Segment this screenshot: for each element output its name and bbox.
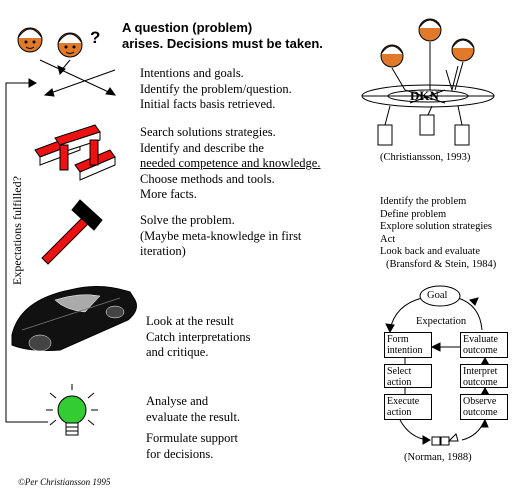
dkn-citation: (Christiansson, 1993) (380, 152, 471, 163)
step-4-line: and critique. (146, 345, 209, 359)
person-face-icon (380, 44, 404, 68)
step-2-line: Choose methods and tools. (140, 171, 275, 186)
person-face-icon (451, 38, 475, 62)
bransford-item: Define problem (380, 208, 447, 220)
step-2-line: Search solutions strategies. (140, 125, 276, 139)
step-3-line: iteration) (140, 244, 186, 258)
light-bulb-icon (46, 384, 98, 436)
feedback-arrow (5, 78, 48, 423)
hammer-icon (41, 199, 103, 265)
norman-interpret-outcome-box: Interpret outcome (460, 364, 508, 388)
norman-form-intention-box: Form intention (384, 332, 432, 358)
step-5-line: Formulate support (146, 431, 239, 445)
step-2-text: Search solutions strategies. Identify an… (140, 125, 320, 203)
step-2-line: Identify and describe the (140, 140, 264, 155)
step-1-line: Intentions and goals. (140, 66, 244, 80)
expectations-fulfilled-label: Expectations fulfilled? (10, 176, 24, 285)
step-5-line: Analyse and (146, 394, 209, 408)
bransford-list: Identify the problem Define problem Expl… (380, 196, 496, 271)
step-3-text: Solve the problem. (Maybe meta-knowledge… (140, 213, 301, 260)
person-face-icon (17, 27, 43, 53)
dkn-label: DKN (410, 88, 439, 103)
bransford-item: Look back and evaluate (380, 246, 480, 257)
norman-observe-outcome-box: Observe outcome (460, 394, 508, 420)
person-face-icon (57, 32, 83, 58)
norman-expectation: Expectation (416, 316, 467, 327)
bransford-item: Explore solution strategies (380, 221, 492, 232)
question-mark: ? (90, 28, 101, 47)
step-1-text: Intentions and goals. Identify the probl… (140, 66, 292, 113)
norman-select-action-box: Select action (384, 364, 432, 388)
step-4-text: Look at the result Catch interpretations… (146, 314, 250, 361)
norman-cycle-arrows (385, 297, 490, 446)
step-2-line: More facts. (140, 187, 197, 201)
step-4-line: Catch interpretations (146, 329, 251, 344)
bransford-item: Act (380, 233, 396, 245)
step-5-line: evaluate the result. (146, 409, 241, 424)
step-5-line: for decisions. (146, 446, 214, 461)
norman-goal: Goal (427, 290, 448, 301)
person-face-icon (418, 18, 442, 42)
dkn-diagram (361, 18, 495, 146)
crossing-arrows-icon (39, 59, 117, 97)
norman-citation: (Norman, 1988) (404, 452, 472, 463)
copyright-text: ©Per Christiansson 1995 (18, 477, 111, 487)
step-4-line: Look at the result (146, 314, 234, 328)
bransford-item: Identify the problem (380, 196, 467, 207)
building-blocks-icon (34, 124, 116, 181)
step-3-line: Solve the problem. (140, 213, 235, 227)
sports-car-icon (11, 286, 137, 352)
header-line-1: A question (problem) (122, 20, 253, 35)
norman-evaluate-outcome-box: Evaluate outcome (460, 332, 508, 358)
step-1-line: Initial facts basis retrieved. (140, 97, 276, 111)
goal-ellipse (419, 285, 461, 307)
header-line-2: arises. Decisions must be taken. (122, 36, 323, 51)
step-5-text: Analyse and evaluate the result. Formula… (146, 394, 240, 462)
step-1-line: Identify the problem/question. (140, 81, 292, 96)
step-3-line: (Maybe meta-knowledge in first (140, 228, 302, 243)
bransford-citation: (Bransford & Stein, 1984) (386, 258, 497, 270)
norman-execute-action-box: Execute action (384, 394, 432, 420)
step-2-line: needed competence and knowledge. (140, 156, 321, 170)
